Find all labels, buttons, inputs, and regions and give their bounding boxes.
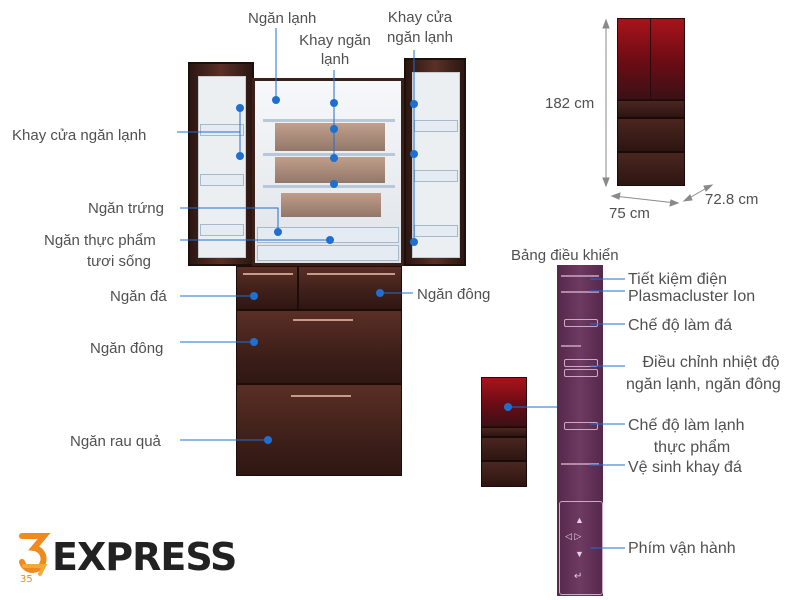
panel-label-plasmacluster: Plasmacluster Ion xyxy=(628,288,756,305)
label-ngan-lanh: Ngăn lạnh xyxy=(248,10,317,27)
svg-text:35: 35 xyxy=(20,574,33,584)
control-panel-strip: ▲ ◁ ▷ ▼ ↵ xyxy=(557,265,603,596)
label-ngan-thuc-pham-2: tươi sống xyxy=(86,253,152,270)
dimension-height: 182 cm xyxy=(545,95,595,112)
panel-label-phim-van-hanh: Phím vận hành xyxy=(628,540,736,557)
freezer-drawer xyxy=(236,310,402,384)
label-ngan-dong-right: Ngăn đông xyxy=(417,286,491,303)
panel-label-che-do-lam-da: Chế độ làm đá xyxy=(628,317,733,334)
label-khay-ngan-lanh-1: Khay ngăn xyxy=(299,32,371,49)
refrigerator-compartment xyxy=(252,78,404,266)
label-ngan-dong-left: Ngăn đông xyxy=(90,340,164,357)
freezer-top-drawer xyxy=(298,266,402,310)
label-khay-ngan-lanh-2: lạnh xyxy=(320,51,350,68)
label-ngan-da: Ngăn đá xyxy=(110,288,167,305)
panel-label-che-do-lam-lanh-1: Chế độ làm lạnh xyxy=(628,417,745,434)
control-panel-title: Bảng điều khiển xyxy=(511,247,619,264)
dimension-width: 75 cm xyxy=(609,205,650,222)
panel-label-dieu-chinh-2: ngăn lạnh, ngăn đông xyxy=(626,376,781,393)
dimension-depth: 72.8 cm xyxy=(705,191,759,208)
panel-label-dieu-chinh-1: Điều chỉnh nhiệt độ xyxy=(642,354,780,371)
vegetable-drawer xyxy=(236,384,402,476)
label-khay-cua-left: Khay cửa ngăn lạnh xyxy=(12,127,147,144)
brand-logo-icon: 35 xyxy=(19,533,51,584)
label-khay-cua-right-2: ngăn lạnh xyxy=(387,29,453,46)
panel-label-tiet-kiem-dien: Tiết kiệm điện xyxy=(628,271,727,288)
label-ngan-trung: Ngăn trứng xyxy=(88,200,164,217)
panel-label-che-do-lam-lanh-2: thực phẩm xyxy=(653,439,731,456)
brand-logo: 35 EXPRESS xyxy=(16,530,237,584)
label-ngan-rau-qua: Ngăn rau quả xyxy=(70,433,161,450)
panel-label-ve-sinh-khay-da: Vệ sinh khay đá xyxy=(628,459,742,476)
label-khay-cua-right-1: Khay cửa xyxy=(387,9,453,26)
fridge-top-doors xyxy=(617,18,685,100)
left-door xyxy=(188,62,254,266)
label-ngan-thuc-pham-1: Ngăn thực phẩm xyxy=(44,232,156,249)
brand-name: EXPRESS xyxy=(52,535,237,579)
ice-drawer xyxy=(236,266,298,310)
